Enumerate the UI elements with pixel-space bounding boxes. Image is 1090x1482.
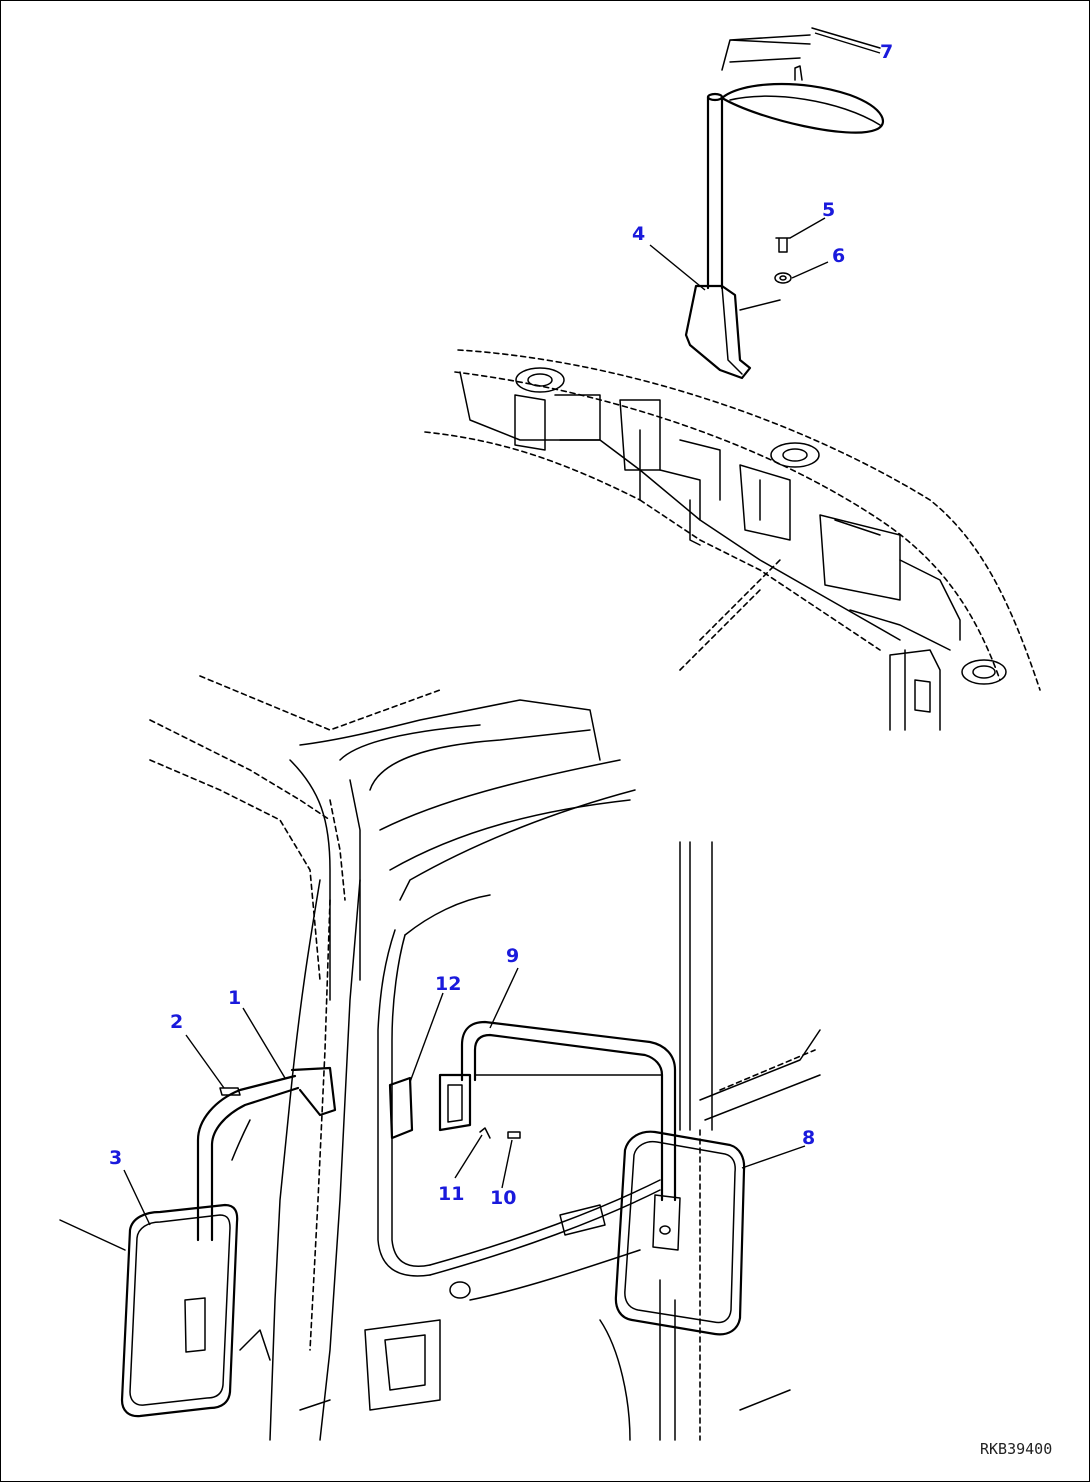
callout-6: 6 <box>832 245 845 267</box>
upper-mirror <box>720 27 885 134</box>
washer-10 <box>507 1131 521 1139</box>
drawing-code: RKB39400 <box>980 1440 1052 1458</box>
callout-7: 7 <box>880 41 893 63</box>
leader-lines <box>123 32 881 1226</box>
callout-9: 9 <box>506 945 519 967</box>
callout-11: 11 <box>438 1183 464 1205</box>
callout-labels: 7 5 6 4 1 2 3 9 12 11 10 8 <box>109 41 893 1209</box>
right-mirror-stay <box>438 1020 677 1202</box>
callout-8: 8 <box>802 1127 815 1149</box>
cab-roof-assembly <box>424 349 1041 731</box>
cab-front-frame <box>149 675 821 1441</box>
bolt-2 <box>219 1087 241 1096</box>
callout-12: 12 <box>435 973 461 995</box>
callout-4: 4 <box>632 223 645 245</box>
bolt-11 <box>479 1127 491 1139</box>
right-mirror <box>614 1130 746 1336</box>
left-mirror <box>59 1203 239 1418</box>
callout-3: 3 <box>109 1147 122 1169</box>
bolt-5 <box>775 237 791 253</box>
callout-2: 2 <box>170 1011 183 1033</box>
upper-mirror-stay <box>684 92 781 380</box>
callout-1: 1 <box>228 987 241 1009</box>
bracket-12 <box>388 1076 414 1140</box>
left-mirror-stay <box>196 1066 337 1242</box>
washer-6 <box>774 272 792 284</box>
callout-10: 10 <box>490 1187 516 1209</box>
callout-5: 5 <box>822 199 835 221</box>
